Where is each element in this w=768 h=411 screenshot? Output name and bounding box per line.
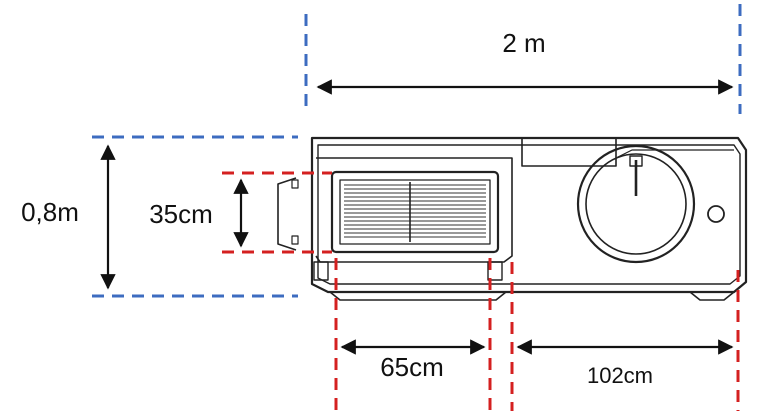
red-extension-lines (222, 171, 740, 411)
side-clearance-label: 102cm (587, 363, 653, 388)
dimension-arrows (100, 79, 734, 355)
filter-grille (344, 184, 486, 238)
blue-extension-lines (92, 4, 742, 298)
filter-height-label: 35cm (149, 199, 213, 229)
overall-depth-label: 0,8m (21, 197, 79, 227)
projector-body (277, 136, 748, 301)
filter-width-label: 65cm (380, 352, 444, 382)
overall-width-label: 2 m (502, 28, 545, 58)
